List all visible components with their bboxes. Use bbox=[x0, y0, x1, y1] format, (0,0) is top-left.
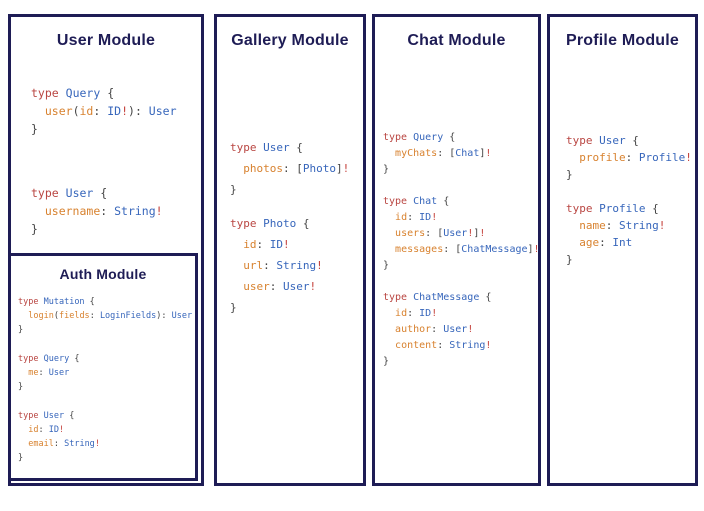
gallery-module-card: Gallery Module type User { photos: [Phot… bbox=[214, 14, 366, 486]
code-line: type User { bbox=[230, 141, 303, 154]
code-line: type User { bbox=[566, 134, 639, 147]
code-line: } bbox=[383, 164, 390, 175]
code-line: type User { bbox=[31, 186, 108, 200]
code-block: type Query { user(id: ID!): User} bbox=[31, 84, 201, 138]
code-line: } bbox=[383, 356, 390, 367]
code-block: type User { profile: Profile!} bbox=[566, 132, 695, 183]
code-line: type ChatMessage { bbox=[383, 292, 492, 303]
gallery-module-title: Gallery Module bbox=[231, 32, 349, 49]
auth-module-card: Auth Module type Mutation { login(fields… bbox=[8, 253, 198, 481]
code-line: } bbox=[566, 168, 573, 181]
user-module-code: type Query { user(id: ID!): User}type Us… bbox=[31, 84, 201, 238]
code-line: user(id: ID!): User bbox=[44, 104, 177, 118]
code-line: photos: [Photo]! bbox=[243, 162, 350, 175]
code-block: type Chat { id: ID! users: [User!]! mess… bbox=[383, 194, 540, 274]
code-line: type Query { bbox=[383, 132, 456, 143]
auth-module-title: Auth Module bbox=[59, 266, 147, 282]
code-line: id: ID! bbox=[243, 238, 290, 251]
code-block: type Photo { id: ID! url: String! user: … bbox=[230, 213, 363, 318]
code-line: user: User! bbox=[243, 280, 317, 293]
code-line: } bbox=[31, 222, 38, 236]
chat-module-card: Chat Module type Query { myChats: [Chat]… bbox=[372, 14, 541, 486]
code-line: } bbox=[18, 382, 24, 392]
code-line: type Query { bbox=[18, 354, 80, 364]
code-line: id: ID! bbox=[28, 425, 65, 435]
code-line: me: User bbox=[28, 368, 70, 378]
code-block: type User { username: String!} bbox=[31, 184, 201, 238]
code-line: id: ID! bbox=[395, 212, 438, 223]
code-line: type User { bbox=[18, 411, 75, 421]
code-line: myChats: [Chat]! bbox=[395, 148, 492, 159]
code-block: type Query { myChats: [Chat]!} bbox=[383, 130, 538, 178]
code-line: users: [User!]! bbox=[395, 228, 486, 239]
auth-module-code: type Mutation { login(fields: LoginField… bbox=[18, 295, 195, 465]
code-line: id: ID! bbox=[395, 308, 438, 319]
code-line: type Chat { bbox=[383, 196, 450, 207]
gallery-module-code: type User { photos: [Photo]!}type Photo … bbox=[230, 137, 363, 318]
code-line: } bbox=[18, 325, 24, 335]
code-line: age: Int bbox=[579, 236, 633, 249]
code-line: type Photo { bbox=[230, 217, 310, 230]
code-line: author: User! bbox=[395, 324, 474, 335]
code-line: } bbox=[230, 301, 237, 314]
profile-module-code: type User { profile: Profile!}type Profi… bbox=[566, 132, 695, 268]
code-line: type Query { bbox=[31, 86, 115, 100]
code-line: email: String! bbox=[28, 439, 100, 449]
code-block: type Mutation { login(fields: LoginField… bbox=[18, 295, 195, 337]
chat-module-title: Chat Module bbox=[407, 32, 506, 49]
code-line: } bbox=[230, 183, 237, 196]
code-line: username: String! bbox=[44, 204, 163, 218]
code-block: type ChatMessage { id: ID! author: User!… bbox=[383, 290, 538, 370]
profile-module-card: Profile Module type User { profile: Prof… bbox=[547, 14, 698, 486]
code-block: type Query { me: User} bbox=[18, 352, 195, 394]
code-line: type Profile { bbox=[566, 202, 659, 215]
code-block: type User { id: ID! email: String!} bbox=[18, 409, 195, 465]
code-line: name: String! bbox=[579, 219, 666, 232]
code-block: type User { photos: [Photo]!} bbox=[230, 137, 363, 200]
code-line: messages: [ChatMessage]! bbox=[395, 244, 540, 255]
code-line: url: String! bbox=[243, 259, 323, 272]
user-module-title: User Module bbox=[56, 32, 156, 49]
chat-module-code: type Query { myChats: [Chat]!}type Chat … bbox=[383, 130, 540, 370]
code-line: content: String! bbox=[395, 340, 492, 351]
code-line: login(fields: LoginFields): User bbox=[28, 311, 193, 321]
code-line: profile: Profile! bbox=[579, 151, 692, 164]
code-block: type Profile { name: String! age: Int} bbox=[566, 200, 695, 268]
code-line: } bbox=[566, 253, 573, 266]
code-line: } bbox=[31, 122, 38, 136]
code-line: type Mutation { bbox=[18, 297, 95, 307]
code-line: } bbox=[383, 260, 390, 271]
code-line: } bbox=[18, 453, 24, 463]
profile-module-title: Profile Module bbox=[565, 32, 680, 49]
user-module-card: User Module type Query { user(id: ID!): … bbox=[8, 14, 204, 486]
